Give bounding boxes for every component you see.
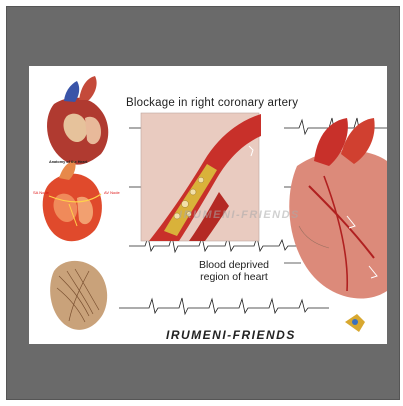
large-heart-illustration <box>289 118 387 298</box>
artery-blockage-inset <box>141 113 261 241</box>
av-node-label: AV Node <box>104 190 120 195</box>
callout-line-2: region of heart <box>179 271 289 283</box>
callout-text: Blood deprived region of heart <box>179 259 289 283</box>
callout-line-1: Blood deprived <box>179 259 289 271</box>
watermark-bottom: IRUMENI-FRIENDS <box>166 328 296 342</box>
watermark-middle: IRUMENI-FRIENDS <box>179 209 300 221</box>
sa-node-label: SA Node <box>33 190 49 195</box>
ecg-trace-bottom <box>119 298 329 314</box>
conduction-heart-illustration <box>43 161 102 241</box>
anatomy-heart-illustration <box>47 76 108 165</box>
anatomy-caption: Anatomy of the Heart <box>49 160 87 164</box>
irumeni-logo <box>345 314 365 332</box>
slide-heading: Blockage in right coronary artery <box>126 97 298 109</box>
muscle-heart-illustration <box>50 261 107 330</box>
video-frame-slide: Blockage in right coronary artery Blood … <box>29 66 387 344</box>
